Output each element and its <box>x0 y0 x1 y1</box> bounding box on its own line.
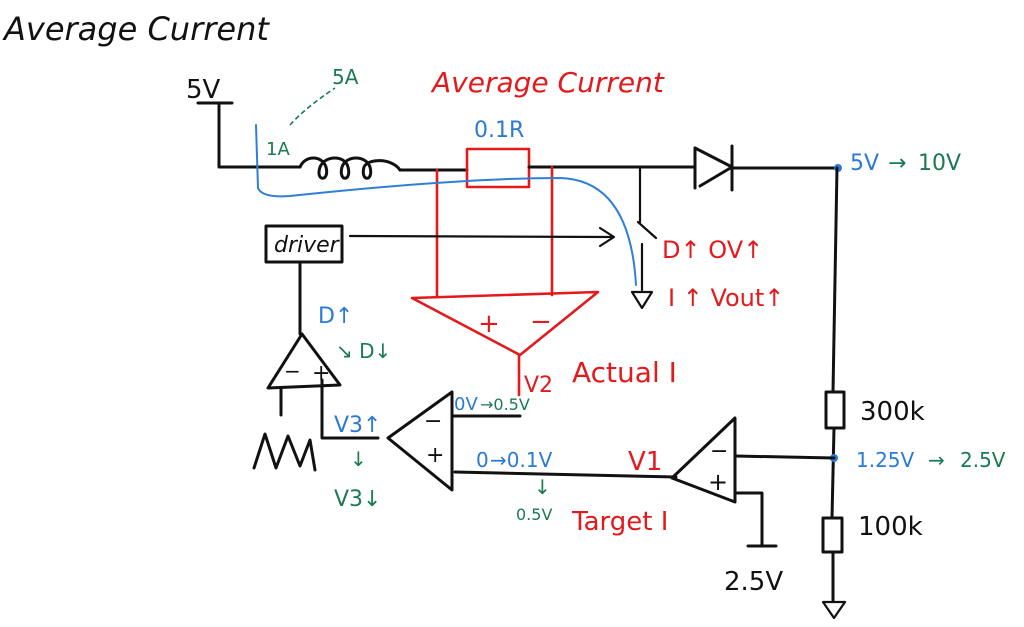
sense-amp-output-node: V2 <box>524 373 553 398</box>
sense-amp-caption: Actual I <box>572 356 677 389</box>
ground-icon <box>630 290 654 310</box>
wire-v3 <box>320 378 380 440</box>
current-amp-minus-initial: 0V <box>454 394 478 415</box>
inductor-icon <box>298 156 402 180</box>
current-path-arrow <box>255 124 637 286</box>
switch-note-line2: I ↑ Vout↑ <box>668 284 784 312</box>
arrowhead-icon <box>598 226 616 248</box>
output-node-initial: 5V <box>850 151 879 176</box>
resistor-100k-icon <box>821 516 844 554</box>
current-amp-plus: + <box>426 443 444 468</box>
divider-mid-initial: 1.25V <box>856 448 915 472</box>
sense-block-title: Average Current <box>430 66 665 99</box>
reference-label: 2.5V <box>724 567 783 597</box>
v3-down-arrow: ↓ <box>350 447 367 471</box>
pwm-note-up: D↑ <box>318 304 353 329</box>
error-amp-plus: + <box>708 468 728 496</box>
sense-resistor-value: 0.1R <box>474 118 524 143</box>
pwm-comparator-plus: + <box>312 361 330 386</box>
v3-down-label: V3↓ <box>334 487 381 512</box>
wire-divider-mid <box>830 426 836 520</box>
current-amp-minus-changed: →0.5V <box>480 395 530 414</box>
current-change-leader <box>289 87 336 126</box>
output-node-changed: 10V <box>918 151 961 176</box>
wire-error-amp-minus <box>733 454 836 460</box>
driver-box <box>264 224 344 264</box>
supply-label: 5V <box>186 75 221 105</box>
sense-amp-plus: + <box>478 309 500 339</box>
inductor-current-initial: 1A <box>266 139 290 160</box>
pwm-note-down: ↘ D↓ <box>336 339 391 363</box>
wire-error-amp-plus <box>733 491 764 547</box>
target-plus-changed: →0.1V <box>490 448 553 472</box>
wire-output-to-divider <box>831 166 839 394</box>
resistor-300k-icon <box>824 390 846 430</box>
target-after-value: 0.5V <box>516 505 552 524</box>
diagram-title: Average Current <box>2 10 270 48</box>
wire-v1 <box>453 470 678 479</box>
ramp-waveform-icon <box>252 432 317 472</box>
pwm-comparator-icon <box>266 332 342 390</box>
resistor-100k-label: 100k <box>858 512 923 542</box>
target-caption: Target I <box>571 507 668 537</box>
error-amp-minus: − <box>710 439 728 464</box>
ground-icon-divider <box>821 600 847 620</box>
error-amp-icon <box>670 416 737 504</box>
switch-note-line1: D↑ OV↑ <box>662 236 763 264</box>
current-amp-icon <box>386 390 454 492</box>
sense-amp-icon <box>410 290 600 357</box>
resistor-300k-label: 300k <box>860 397 925 427</box>
diode-icon <box>693 144 734 192</box>
supply-terminal: 5V <box>186 75 302 169</box>
sense-amp-minus: − <box>530 307 552 337</box>
pwm-comparator-minus: − <box>284 359 301 383</box>
driver-control-arrow <box>348 234 614 239</box>
target-after-arrow: ↓ <box>534 475 551 499</box>
output-node-arrow: → <box>888 151 906 176</box>
divider-mid-arrow: → <box>928 448 945 472</box>
divider-mid-changed: 2.5V <box>960 448 1006 472</box>
v3-up-label: V3↑ <box>334 413 381 438</box>
inductor-current-changed: 5A <box>332 65 359 89</box>
target-plus-initial: 0 <box>476 448 489 472</box>
supply-wire <box>217 101 302 169</box>
driver-label: driver <box>274 233 341 258</box>
current-amp-minus: − <box>424 409 442 434</box>
switch-blade-icon <box>636 220 658 240</box>
error-amp-output-node: V1 <box>628 447 662 477</box>
